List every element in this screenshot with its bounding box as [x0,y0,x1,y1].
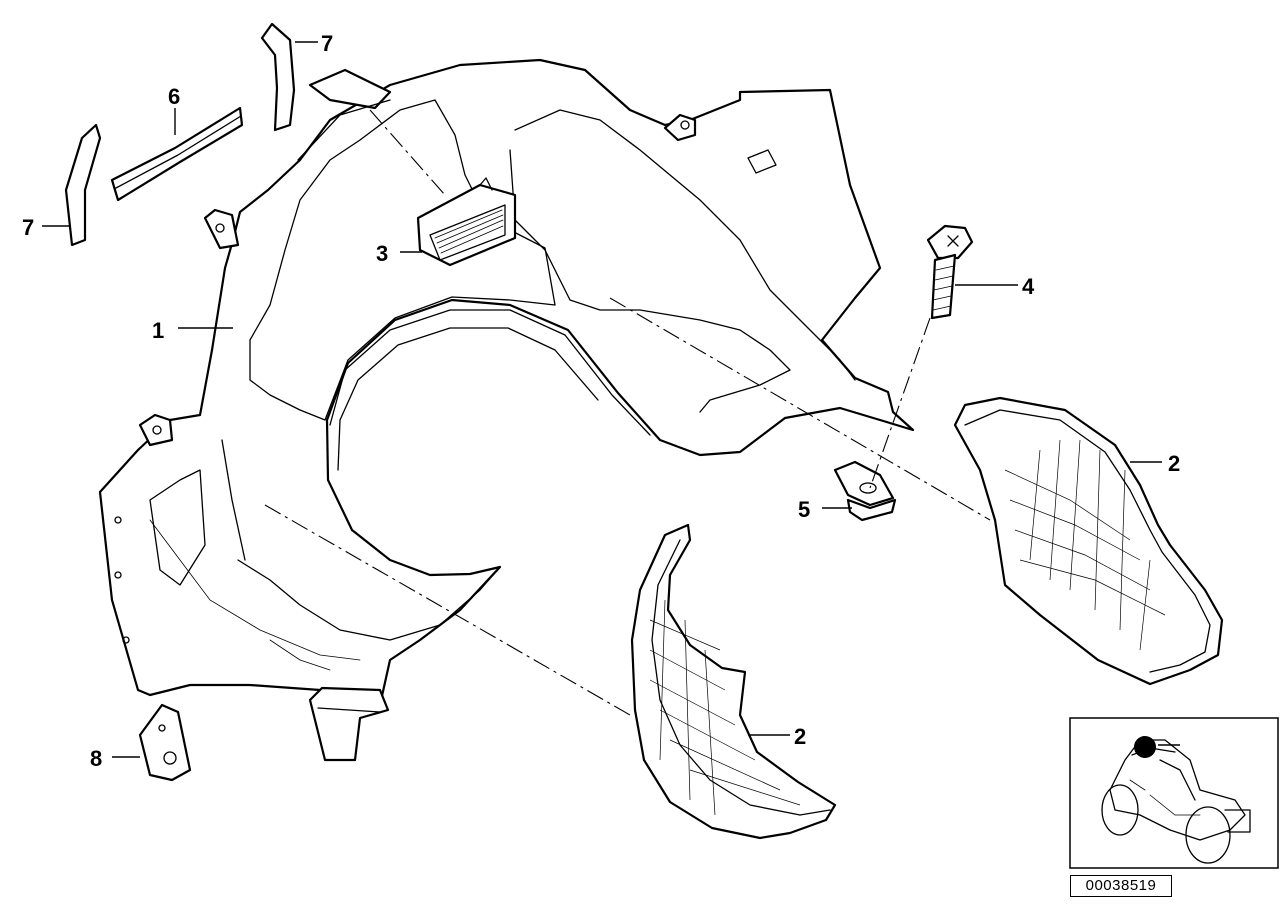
callout-7-top: 7 [321,31,333,56]
callout-2-lower: 2 [794,724,806,749]
part-4-screw [926,224,974,320]
callout-8: 8 [90,746,102,771]
part-7-seal-top [260,22,296,132]
callout-3: 3 [376,241,388,266]
callout-labels: 1 2 2 3 4 5 6 7 7 8 [22,31,1180,771]
motorcycle-thumbnail [1101,736,1251,864]
alignment-lines [264,109,991,716]
part-6-edge-strip [110,106,244,202]
leader-lines [42,41,1162,758]
callout-2-right: 2 [1168,451,1180,476]
part-3-vent-grille [416,177,517,267]
callout-5: 5 [798,497,810,522]
part-7-seal-left [64,123,102,247]
part-8-cover-plate [138,703,192,782]
part-5-clip-nut [833,460,897,522]
callout-6: 6 [168,84,180,109]
part-2-side-panel-right [953,396,1224,686]
catalog-number: 00038519 [1070,875,1172,897]
callout-7-left: 7 [22,215,34,240]
callout-4: 4 [1022,274,1035,299]
location-inset [1069,717,1279,869]
part-2-side-panel-lower [630,523,837,840]
part-1-inner-fairing [98,58,915,762]
callout-1: 1 [152,318,164,343]
